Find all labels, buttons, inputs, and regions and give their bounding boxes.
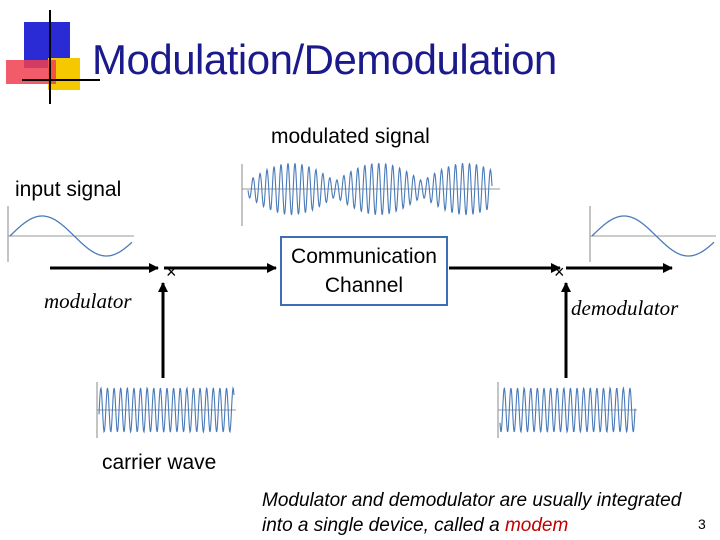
- carrier-plot-right: [497, 382, 637, 438]
- modulator-multiply-icon: ×: [166, 262, 177, 282]
- input-signal-plot: [7, 206, 134, 262]
- modulated-signal-waveform: [247, 162, 493, 216]
- footnote: Modulator and demodulator are usually in…: [262, 488, 681, 538]
- carrier-wave-label: carrier wave: [102, 451, 217, 474]
- modulated-signal-plot: [241, 162, 500, 226]
- logo-decoration: [6, 10, 100, 104]
- footnote-line2-prefix: into a single device, called a: [262, 515, 505, 536]
- carrier-left-waveform: [98, 386, 235, 434]
- page-number: 3: [698, 516, 706, 532]
- footnote-line2: into a single device, called a modem: [262, 513, 681, 538]
- signal-flow: [50, 263, 673, 378]
- footnote-line1: Modulator and demodulator are usually in…: [262, 490, 682, 511]
- input-signal-waveform: [9, 215, 133, 257]
- carrier-plot-left: [96, 382, 236, 438]
- output-signal-waveform: [591, 215, 715, 257]
- demodulator-label: demodulator: [571, 296, 679, 320]
- carrier-right-waveform: [499, 386, 636, 434]
- channel-label-line2: Channel: [324, 274, 404, 297]
- demodulator-multiply-icon: ×: [554, 262, 565, 282]
- modulator-label: modulator: [44, 289, 132, 313]
- channel-label-line1: Communication: [291, 245, 437, 268]
- modulated-signal-label: modulated signal: [271, 125, 430, 148]
- input-signal-label: input signal: [15, 178, 122, 201]
- output-signal-plot: [589, 206, 716, 262]
- page-title: Modulation/Demodulation: [92, 36, 557, 83]
- communication-channel-box: Communication Channel: [280, 236, 448, 306]
- footnote-modem-keyword: modem: [504, 515, 569, 536]
